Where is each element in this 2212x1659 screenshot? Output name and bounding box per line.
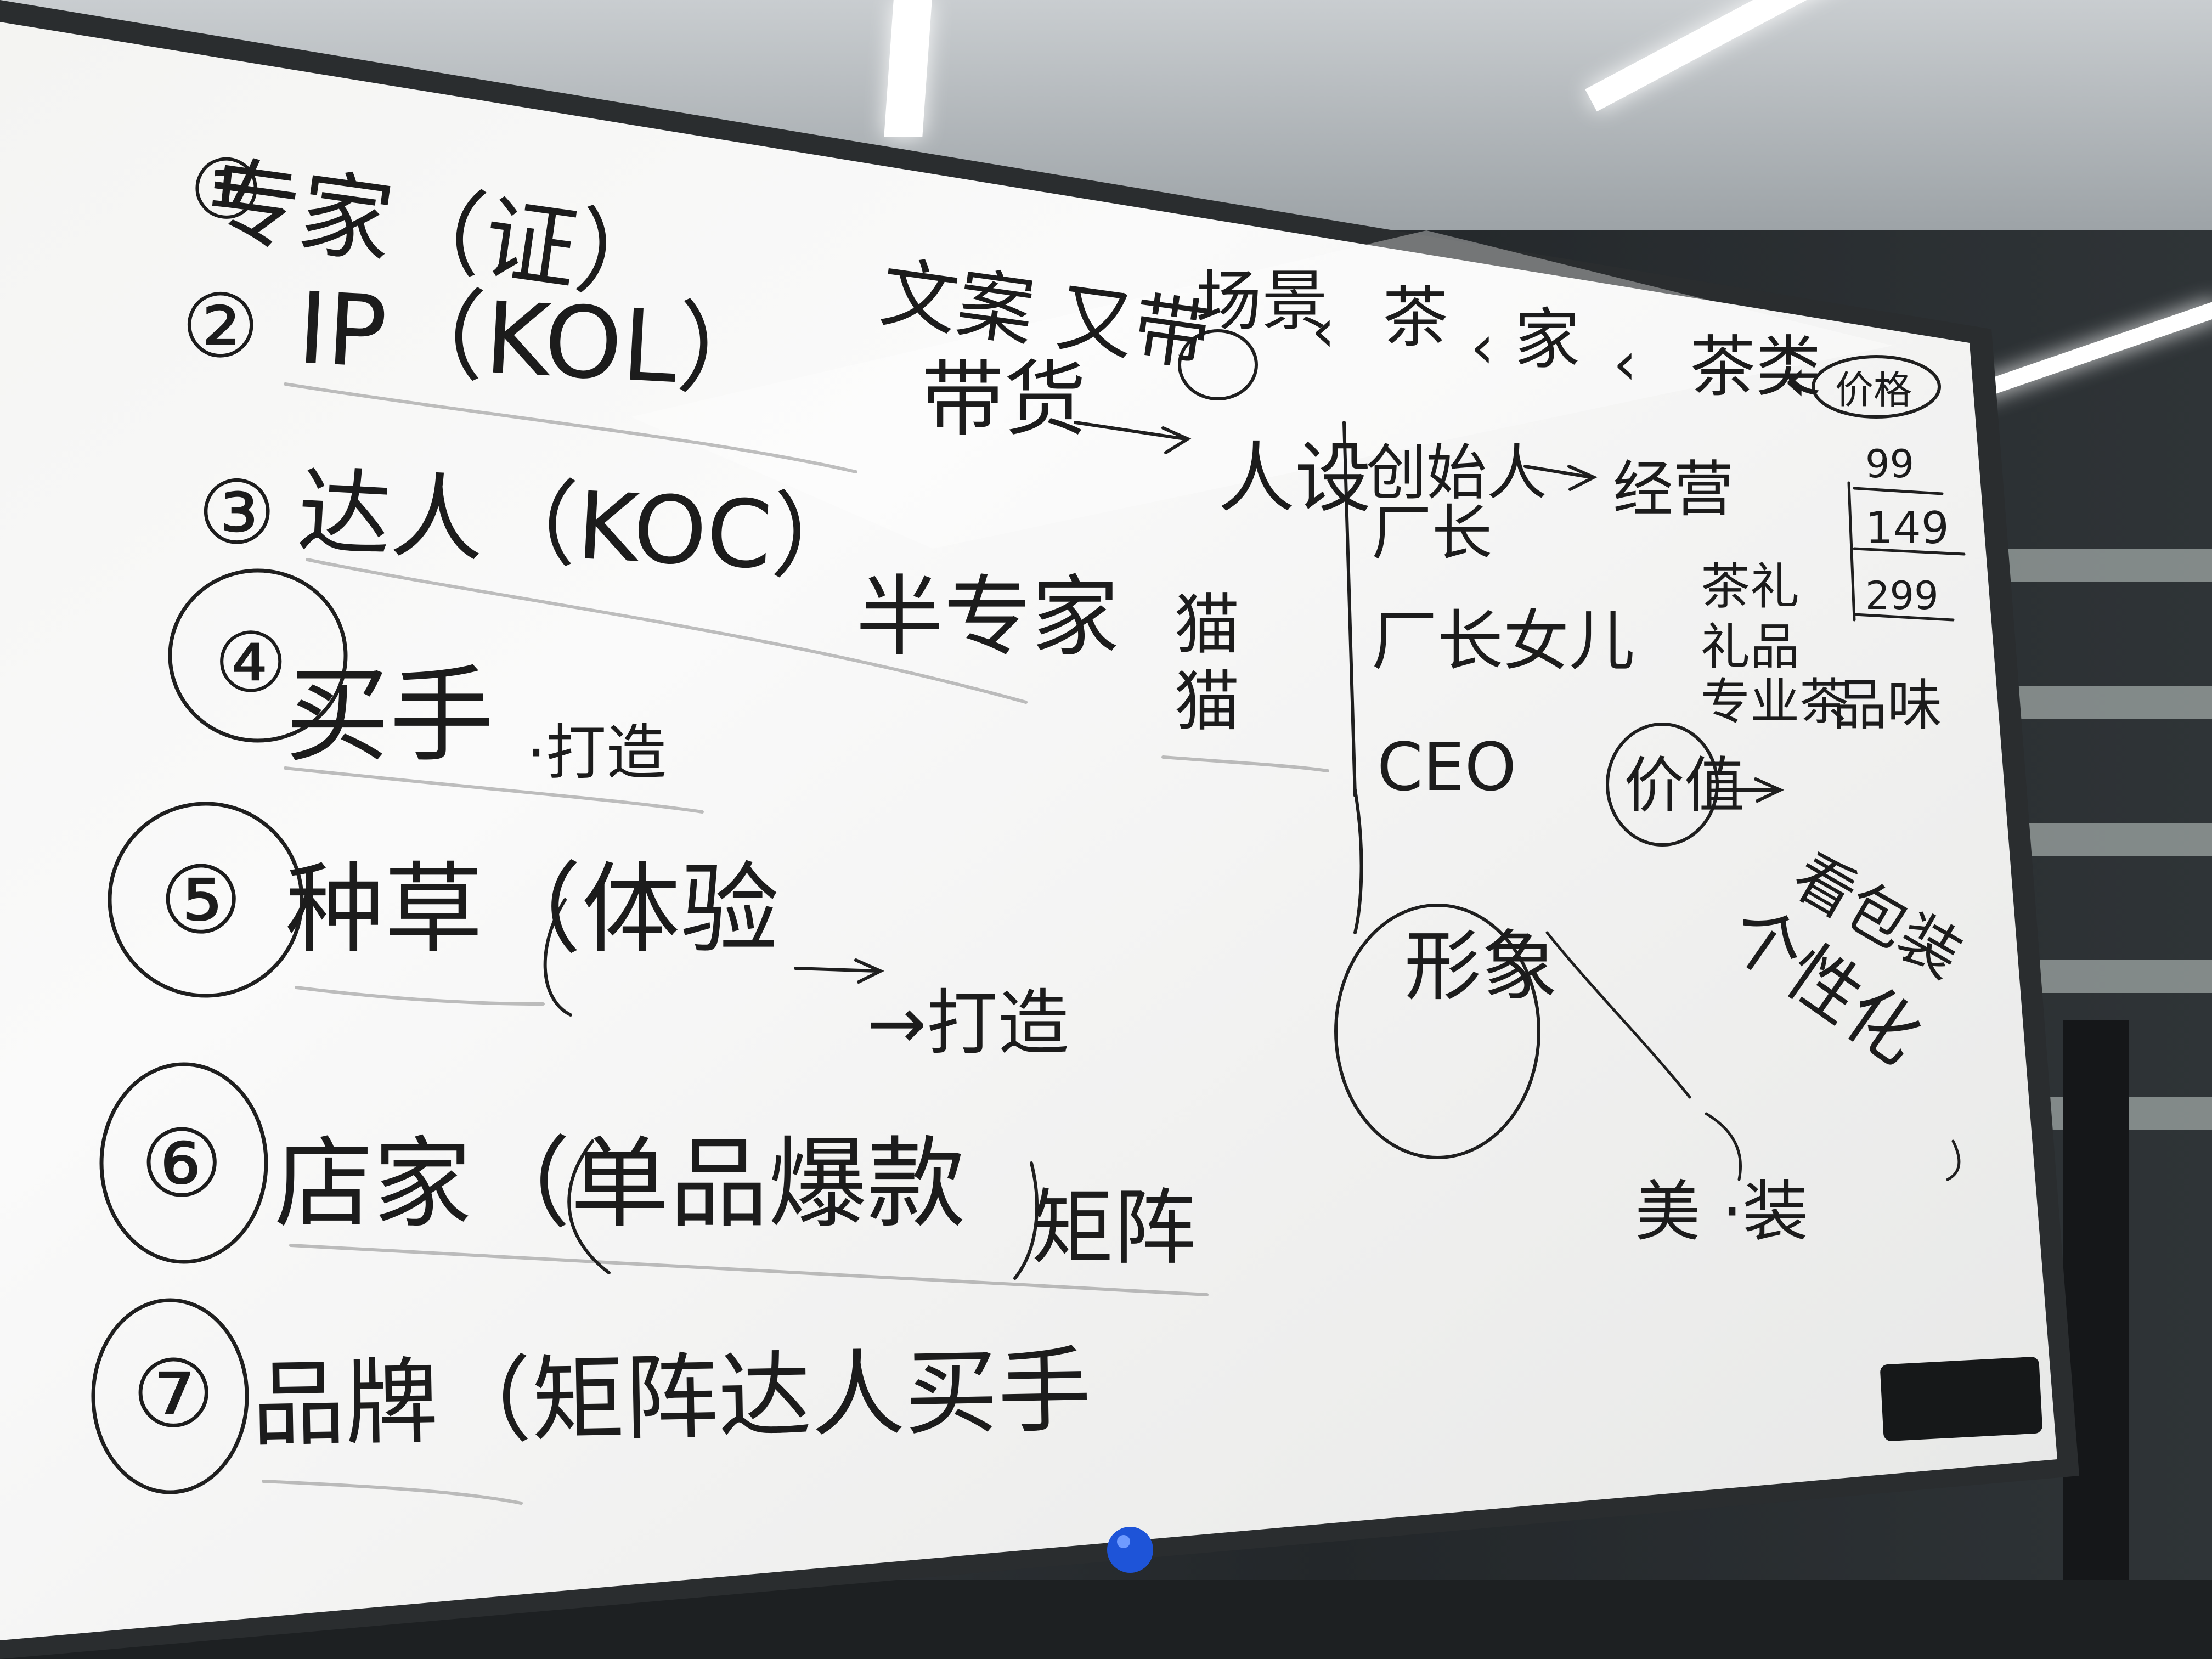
renshe-branch: 人设 猫 猫 创始人 厂长 厂长女儿 CEO 形象	[1174, 434, 1635, 1012]
top-chain: 文案 又带 场景 茶 家 茶类 ‹ ‹ ‹ ‹ 价格	[875, 248, 1912, 415]
price-3: 299	[1865, 573, 1939, 618]
side-notes: 带货 半专家 ·打造 →打造 矩阵	[527, 352, 1196, 1276]
blue-magnet	[1107, 1527, 1153, 1573]
list-number-4: ④	[214, 616, 287, 711]
renshe-left-2: 猫	[1174, 664, 1240, 740]
chaoli-item-2: 专业茶	[1701, 673, 1849, 731]
chaoli-label: 茶礼	[1701, 558, 1799, 616]
renshe-role-3: 厂长女儿	[1372, 603, 1635, 680]
price-circle-label: 价格	[1835, 368, 1912, 413]
underlines	[262, 382, 1329, 1505]
arrows	[794, 421, 1785, 984]
list-item-7: 品牌（矩阵达人买手	[251, 1336, 1092, 1460]
magnet-highlight	[1117, 1535, 1130, 1548]
chain-item-1: 场景	[1196, 263, 1328, 340]
bottom-right-text: 美 ·装	[1635, 1174, 1808, 1250]
jingying-branch: 经营 茶礼 礼品 专业茶 品味 99 149 299	[1613, 442, 1949, 737]
jiazhi-label: 价值	[1624, 751, 1745, 821]
whiteboard-surface	[0, 22, 2057, 1640]
pinwei-label: 品味	[1832, 673, 1942, 737]
note-tiyan-arrow: →打造	[867, 981, 1069, 1065]
note-daihuo: 带货	[922, 352, 1086, 448]
chain-lt-3: ‹	[1613, 328, 1637, 398]
list-number-7: ⑦	[132, 1340, 215, 1449]
eraser	[1880, 1357, 2042, 1441]
note-mai: ·打造	[527, 718, 667, 788]
chain-item-4: 茶类	[1690, 329, 1821, 405]
chain-item-3: 家	[1514, 302, 1580, 378]
chain-lt-1: ‹	[1311, 295, 1335, 365]
stand-post	[2063, 1020, 2129, 1659]
decorative-scribbles	[1545, 931, 1961, 1181]
chain-item-2: 茶	[1383, 280, 1448, 356]
glare	[631, 230, 1893, 549]
renshe-role-2: 厂长	[1372, 498, 1492, 568]
note-banzhuanjia: 半专家	[856, 566, 1119, 668]
number-circles	[91, 568, 348, 1494]
price-2: 149	[1865, 503, 1949, 554]
list-item-2: IP（KOL）	[295, 271, 779, 410]
chaoli-item-1: 礼品	[1701, 618, 1799, 676]
xingxiang-label: 形象	[1404, 922, 1558, 1012]
list-item-6: 店家（单品爆款	[274, 1127, 966, 1242]
brackets	[543, 898, 1039, 1280]
list-number-1: ①	[184, 139, 268, 241]
list-number-2: ②	[181, 275, 259, 377]
price-1: 99	[1865, 442, 1914, 487]
renshe-label: 人设	[1218, 434, 1372, 523]
diagram-circles	[1178, 329, 1941, 1159]
renshe-role-4: CEO	[1377, 730, 1516, 806]
price-brace	[1847, 481, 1966, 622]
list-item-5: 种草（体验	[285, 853, 779, 967]
list-item-4: 买手	[285, 655, 494, 776]
note-juzhen: 矩阵	[1031, 1181, 1196, 1276]
chain-lt-2: ‹	[1470, 312, 1494, 382]
list-number-3: ③	[198, 461, 276, 564]
renshe-left-1: 猫	[1174, 587, 1240, 663]
chain-lt-4: ‹	[1783, 345, 1807, 415]
list-number-6: ⑥	[140, 1110, 223, 1218]
renshe-role-1: 创始人	[1366, 438, 1547, 508]
jingying-label: 经营	[1613, 454, 1734, 524]
list-number-5: ⑤	[159, 847, 242, 955]
